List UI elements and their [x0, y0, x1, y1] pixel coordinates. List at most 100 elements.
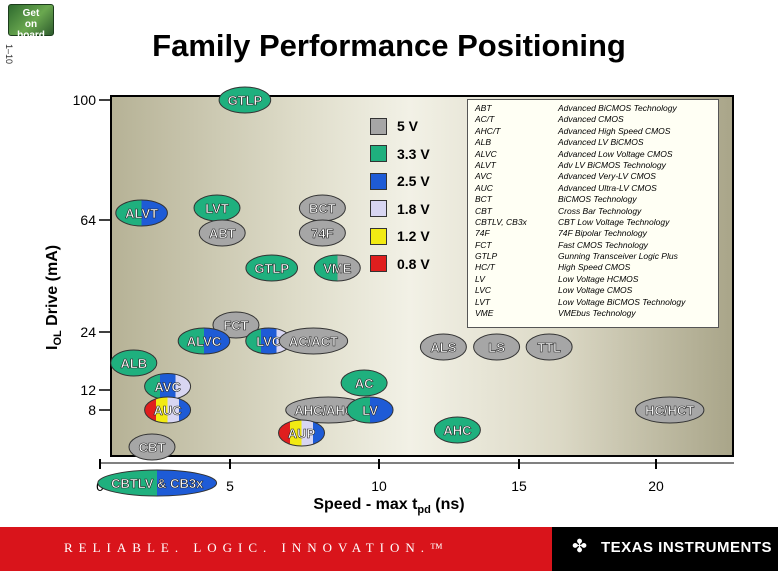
- abbr-desc: Advanced CMOS: [558, 114, 624, 125]
- family-label: AHC/AHCT: [294, 403, 362, 418]
- family-label: AC/ACT: [289, 334, 338, 349]
- abbr-row: LVC Low Voltage CMOS: [475, 285, 718, 296]
- abbr-key: ALB: [475, 137, 492, 148]
- family-marker: [115, 199, 168, 227]
- family-label: TTL: [537, 340, 561, 355]
- legend-swatch-1-8v: [370, 200, 387, 217]
- abbr-desc: Adv LV BiCMOS Technology: [558, 159, 666, 170]
- logo-line-3: board: [17, 30, 45, 41]
- family-label: ALB: [120, 356, 147, 371]
- family-marker: [97, 469, 218, 497]
- family-marker: [525, 333, 573, 361]
- y-tick-label: 12: [80, 382, 96, 398]
- family-label: VME: [323, 261, 352, 276]
- abbr-row: AUC Advanced Ultra-LV CMOS: [475, 183, 718, 194]
- x-tick-label: 5: [226, 478, 234, 494]
- abbr-key: VME: [475, 308, 494, 319]
- abbr-desc: CBT Low Voltage Technology: [558, 216, 670, 227]
- ti-company-name: TEXAS INSTRUMENTS: [601, 539, 773, 556]
- family-marker: [278, 327, 349, 355]
- footer-tagline: RELIABLE. LOGIC. INNOVATION.™: [64, 540, 449, 555]
- family-marker: [313, 254, 361, 282]
- abbr-desc: Low Voltage CMOS: [558, 285, 633, 296]
- abbr-key: AHC/T: [475, 125, 501, 136]
- legend-item-1-2v: 1.2 V: [370, 227, 450, 245]
- family-label: ABT: [209, 226, 236, 241]
- family-label: LVC: [256, 334, 282, 349]
- family-marker: [177, 327, 231, 355]
- family-label: HC/HCT: [645, 403, 694, 418]
- family-marker: [635, 396, 705, 424]
- family-marker: [298, 219, 346, 247]
- family-marker: [144, 396, 192, 424]
- get-on-board-logo: Get on board: [8, 4, 54, 41]
- abbr-key: ALVT: [475, 159, 496, 170]
- family-marker: [433, 416, 481, 444]
- family-marker: [473, 333, 521, 361]
- y-label-sub: OL: [52, 330, 65, 346]
- abbr-key: AVC: [475, 171, 493, 182]
- legend-item-2-5v: 2.5 V: [370, 172, 450, 190]
- legend-swatch-2-5v: [370, 172, 387, 190]
- family-marker: [198, 219, 246, 247]
- legend-label-1-2v: 1.2 V: [397, 228, 430, 244]
- family-label: AUC: [154, 403, 183, 418]
- family-label: AC: [355, 376, 374, 391]
- legend-item-5v: 5 V: [370, 117, 450, 135]
- abbr-row: ALB Advanced LV BiCMOS: [475, 137, 718, 148]
- family-label: AUP: [288, 426, 316, 441]
- abbr-key: FCT: [475, 239, 492, 250]
- family-label: CBTLV & CB3x: [111, 476, 204, 491]
- abbr-key: BCT: [475, 194, 492, 205]
- y-label-prefix: I: [44, 345, 61, 350]
- legend-label-2-5v: 2.5 V: [397, 173, 430, 189]
- abbr-desc: Advanced LV BiCMOS: [558, 137, 644, 148]
- abbr-desc: Advanced Very-LV CMOS: [558, 171, 656, 182]
- abbr-desc: Advanced Ultra-LV CMOS: [558, 182, 657, 193]
- family-marker: [128, 433, 176, 461]
- x-axis-label: Speed - max tpd (ns): [0, 496, 778, 516]
- abbr-key: ABT: [475, 103, 492, 113]
- legend-item-3-3v: 3.3 V: [370, 145, 450, 163]
- abbr-row: AVC Advanced Very-LV CMOS: [475, 171, 718, 182]
- abbr-key: CBTLV, CB3x: [475, 216, 527, 227]
- abbr-key: LVC: [475, 285, 492, 296]
- legend-item-1-8v: 1.8 V: [370, 200, 450, 218]
- abbr-desc: BiCMOS Technology: [558, 194, 637, 205]
- abbr-desc: Advanced BiCMOS Technology: [558, 103, 677, 113]
- legend-swatch-1-2v: [370, 227, 387, 245]
- legend-swatch-3-3v: [370, 145, 387, 162]
- abbr-row: CBTLV, CB3x CBT Low Voltage Technology: [475, 217, 718, 228]
- abbr-desc: Gunning Transceiver Logic Plus: [558, 251, 678, 262]
- legend-label-5v: 5 V: [397, 118, 419, 134]
- abbr-desc: 74F Bipolar Technology: [558, 228, 647, 239]
- family-label: CBT: [139, 440, 166, 455]
- abbr-row: ABT Advanced BiCMOS Technology: [475, 103, 718, 114]
- abbr-desc: VMEbus Technology: [558, 308, 636, 319]
- family-label: GTLP: [254, 261, 289, 276]
- abbr-key: AUC: [475, 182, 493, 193]
- family-marker: [346, 396, 394, 424]
- y-tick-label: 8: [88, 402, 96, 418]
- y-tick-label: 24: [80, 324, 96, 340]
- family-label: GTLP: [228, 93, 263, 108]
- legend-swatch-0-8v: [370, 255, 387, 272]
- abbr-desc: Fast CMOS Technology: [558, 239, 648, 250]
- abbr-key: LVT: [475, 296, 491, 307]
- x-tick-label: 10: [371, 478, 387, 494]
- family-marker: [419, 333, 467, 361]
- family-label: LVT: [205, 201, 229, 216]
- abbr-row: ALVT Adv LV BiCMOS Technology: [475, 160, 718, 171]
- abbr-row: VME VMEbus Technology: [475, 308, 718, 319]
- legend-label-3-3v: 3.3 V: [397, 145, 430, 162]
- abbr-key: CBT: [475, 205, 492, 216]
- y-tick-label: 100: [73, 92, 97, 108]
